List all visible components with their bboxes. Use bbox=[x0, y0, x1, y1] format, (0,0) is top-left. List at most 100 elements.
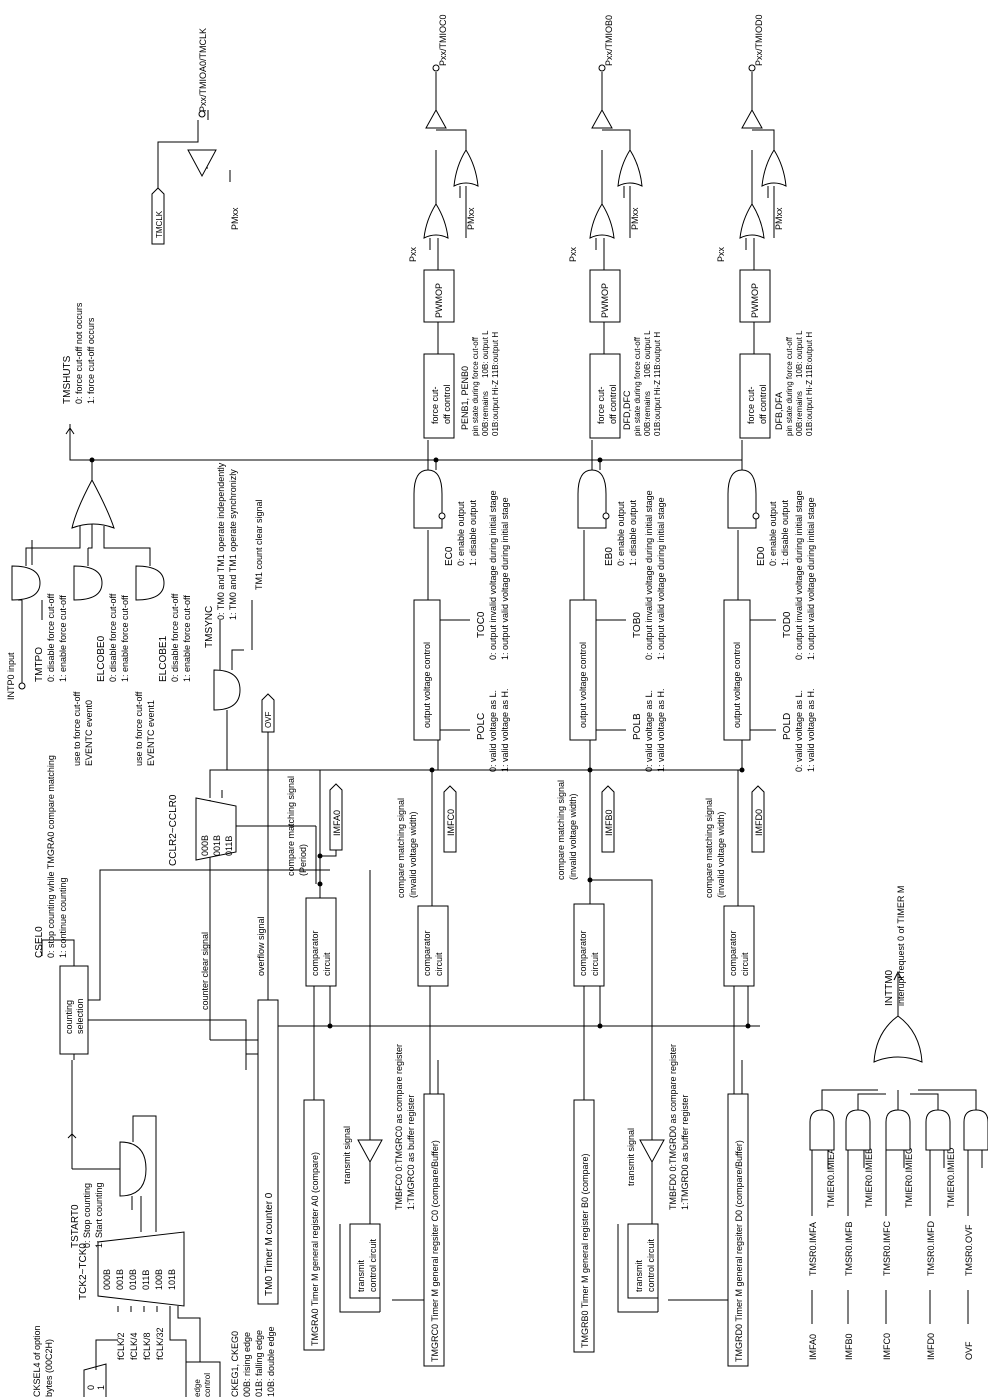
pin-00-d: 00B:remains bbox=[795, 391, 804, 436]
tmsr-imfb: TMSR0.IMFB bbox=[844, 1221, 854, 1276]
tmsync-label: TMSYNC bbox=[204, 606, 215, 648]
pin-b-label: Pxx/TMIOB0 bbox=[604, 15, 614, 66]
pin-10-c: 10B: output L bbox=[481, 330, 490, 378]
pxx-c: Pxx bbox=[408, 246, 418, 262]
ed-0: 0: enable output bbox=[768, 501, 778, 566]
imfc-tag bbox=[443, 785, 457, 853]
channel-d: transmit control circuit transmit signal… bbox=[590, 14, 816, 1367]
ec-1: 1: disable output bbox=[468, 499, 478, 566]
tmgra0-label: TMGRA0 Timer M general register A0 (comp… bbox=[310, 1152, 320, 1346]
pmxx-c: PMxx bbox=[466, 207, 476, 230]
output-voltage-control-d bbox=[723, 599, 751, 741]
tmshuts-1: 1: force cut-off occurs bbox=[86, 317, 96, 404]
pwmop-c bbox=[423, 269, 455, 323]
transmit-d-2: control circuit bbox=[646, 1238, 656, 1292]
pin-01-b: 01B:output Hi-Z bbox=[653, 380, 662, 436]
counter-section: TM0 Timer M counter 0 counter clear sign… bbox=[168, 462, 760, 1305]
elcobe1-label: ELCOBE1 bbox=[158, 635, 169, 682]
csel-1: 1: continue counting bbox=[58, 877, 68, 958]
tod-0: 0: output invalid voltage during initial… bbox=[794, 490, 804, 660]
tstart-label: TSTART0 bbox=[70, 1204, 81, 1248]
transmit-signal-c: transmit signal bbox=[342, 1126, 352, 1184]
tm1-clear-label: TM1 count clear signal bbox=[254, 499, 264, 590]
pold-0: 0: valid voltage as L. bbox=[794, 690, 804, 772]
comparator-a-label2: circuit bbox=[322, 952, 332, 976]
tmclk-pin-label: Pxx/TMIOA0/TMCLK bbox=[198, 28, 208, 112]
eb-and-gate bbox=[577, 469, 607, 529]
selection-label: selection bbox=[75, 998, 85, 1034]
imfc-tag-text: IMFC0 bbox=[446, 809, 456, 836]
elcobe0-label: ELCOBE0 bbox=[96, 635, 107, 682]
imfa-tag bbox=[329, 783, 343, 851]
channel-a: TMGRA0 Timer M general register A0 (comp… bbox=[286, 770, 343, 1351]
cms-inv-b-2: (invalid voltage width) bbox=[568, 793, 578, 880]
tmshuts-label: TMSHUTS bbox=[62, 355, 73, 404]
or-gate-d-high bbox=[761, 149, 787, 187]
prescaler-mux bbox=[97, 1231, 185, 1307]
pin-00-c: 00B:remains bbox=[481, 391, 490, 436]
comparator-a bbox=[305, 897, 337, 987]
tmbfd-1: 1:TMGRD0 as buffer register bbox=[680, 1095, 690, 1210]
comparator-b-label1: comparator bbox=[578, 930, 588, 976]
tod-1: 1: output valid voltage during initial s… bbox=[806, 497, 816, 660]
edge-label-2: control bbox=[203, 1373, 212, 1397]
tmier-d: TMIER0.IMIED bbox=[946, 1147, 956, 1208]
tmbfc-0: TMBFC0 0:TMGRC0 as compare register bbox=[394, 1044, 404, 1210]
cms-period-1: compare matching signal bbox=[286, 776, 296, 876]
transmit-c-2: control circuit bbox=[368, 1238, 378, 1292]
force-cutoff-control-b bbox=[589, 353, 621, 439]
int-and-c bbox=[885, 1109, 911, 1151]
int-ovf-src: OVF bbox=[964, 1341, 974, 1360]
tmsync-1: 1: TM0 and TM1 operate synchronizly bbox=[228, 469, 238, 620]
toc-0: 0: output invalid voltage during initial… bbox=[488, 490, 498, 660]
cutoff-or-gate bbox=[71, 478, 115, 529]
transmit-c-1: transmit bbox=[356, 1259, 366, 1292]
polb-1: 1: valid voltage as H. bbox=[656, 688, 666, 772]
ec-0: 0: enable output bbox=[456, 501, 466, 566]
intp0-label: INTP0 input bbox=[6, 652, 16, 700]
comparator-d bbox=[723, 905, 755, 987]
ckeg-10: 10B: double edge bbox=[266, 1326, 276, 1397]
comparator-b bbox=[573, 903, 605, 987]
pin-state-c: pin state during force cut-off bbox=[471, 336, 480, 436]
int-imfa-src: IMFA0 bbox=[808, 1334, 818, 1360]
pin-00-b: 00B:remains bbox=[643, 391, 652, 436]
int-or-gate bbox=[873, 1015, 923, 1063]
comparator-d-label1: comparator bbox=[728, 930, 738, 976]
cksel-bytes-label: bytes (00C2H) bbox=[44, 1339, 54, 1397]
force-cutoff-control-d bbox=[739, 353, 771, 439]
transmit-control-c bbox=[349, 1223, 381, 1299]
tmtpo-0: 0: disable force cut-off bbox=[46, 593, 56, 682]
or-gate-b-high bbox=[617, 149, 643, 187]
pin-11-c: 11B:output H bbox=[491, 332, 500, 378]
pwmop-b bbox=[589, 269, 621, 323]
polc-label: POLC bbox=[476, 713, 487, 740]
int-and-b bbox=[845, 1109, 871, 1151]
ckeg-label: CKEG1, CKEG0 bbox=[230, 1331, 240, 1397]
polb-label: POLB bbox=[632, 713, 643, 740]
tmgrc0-box bbox=[423, 1093, 445, 1367]
clock-source-select: CKSEL4 of option bytes (00C2H) 0 1 edge … bbox=[32, 755, 330, 1397]
int-imfd-src: IMFD0 bbox=[926, 1333, 936, 1360]
pin-state-b: pin state during force cut-off bbox=[633, 336, 642, 436]
imfb-tag-text: IMFB0 bbox=[604, 809, 614, 836]
int-and-a bbox=[809, 1109, 835, 1151]
imfd-tag-text: IMFD0 bbox=[754, 809, 764, 836]
transmit-buffer-d bbox=[639, 1139, 665, 1164]
transmit-buffer-c bbox=[357, 1139, 383, 1164]
cksel-label: CKSEL4 of option bbox=[32, 1325, 42, 1397]
tmsr-imfd: TMSR0.IMFD bbox=[926, 1221, 936, 1276]
clock-source-mux bbox=[83, 1363, 107, 1397]
pin-10-b: 10B: output L bbox=[643, 330, 652, 378]
tmtpo-label: TMTPO bbox=[34, 647, 45, 682]
int-imfb-src: IMFB0 bbox=[844, 1333, 854, 1360]
ovf-tag bbox=[261, 693, 275, 733]
cclr-label: CCLR2~CCLR0 bbox=[168, 794, 179, 866]
out-buffer-d bbox=[741, 108, 763, 129]
mux-001: 001B bbox=[115, 1269, 125, 1290]
pin-10-d: 10B: output L bbox=[795, 330, 804, 378]
ovc-b-label: output voltage control bbox=[578, 642, 588, 728]
dfb-dfa-label: DFB,DFA bbox=[774, 392, 784, 430]
toc-label: TOC0 bbox=[476, 611, 487, 638]
